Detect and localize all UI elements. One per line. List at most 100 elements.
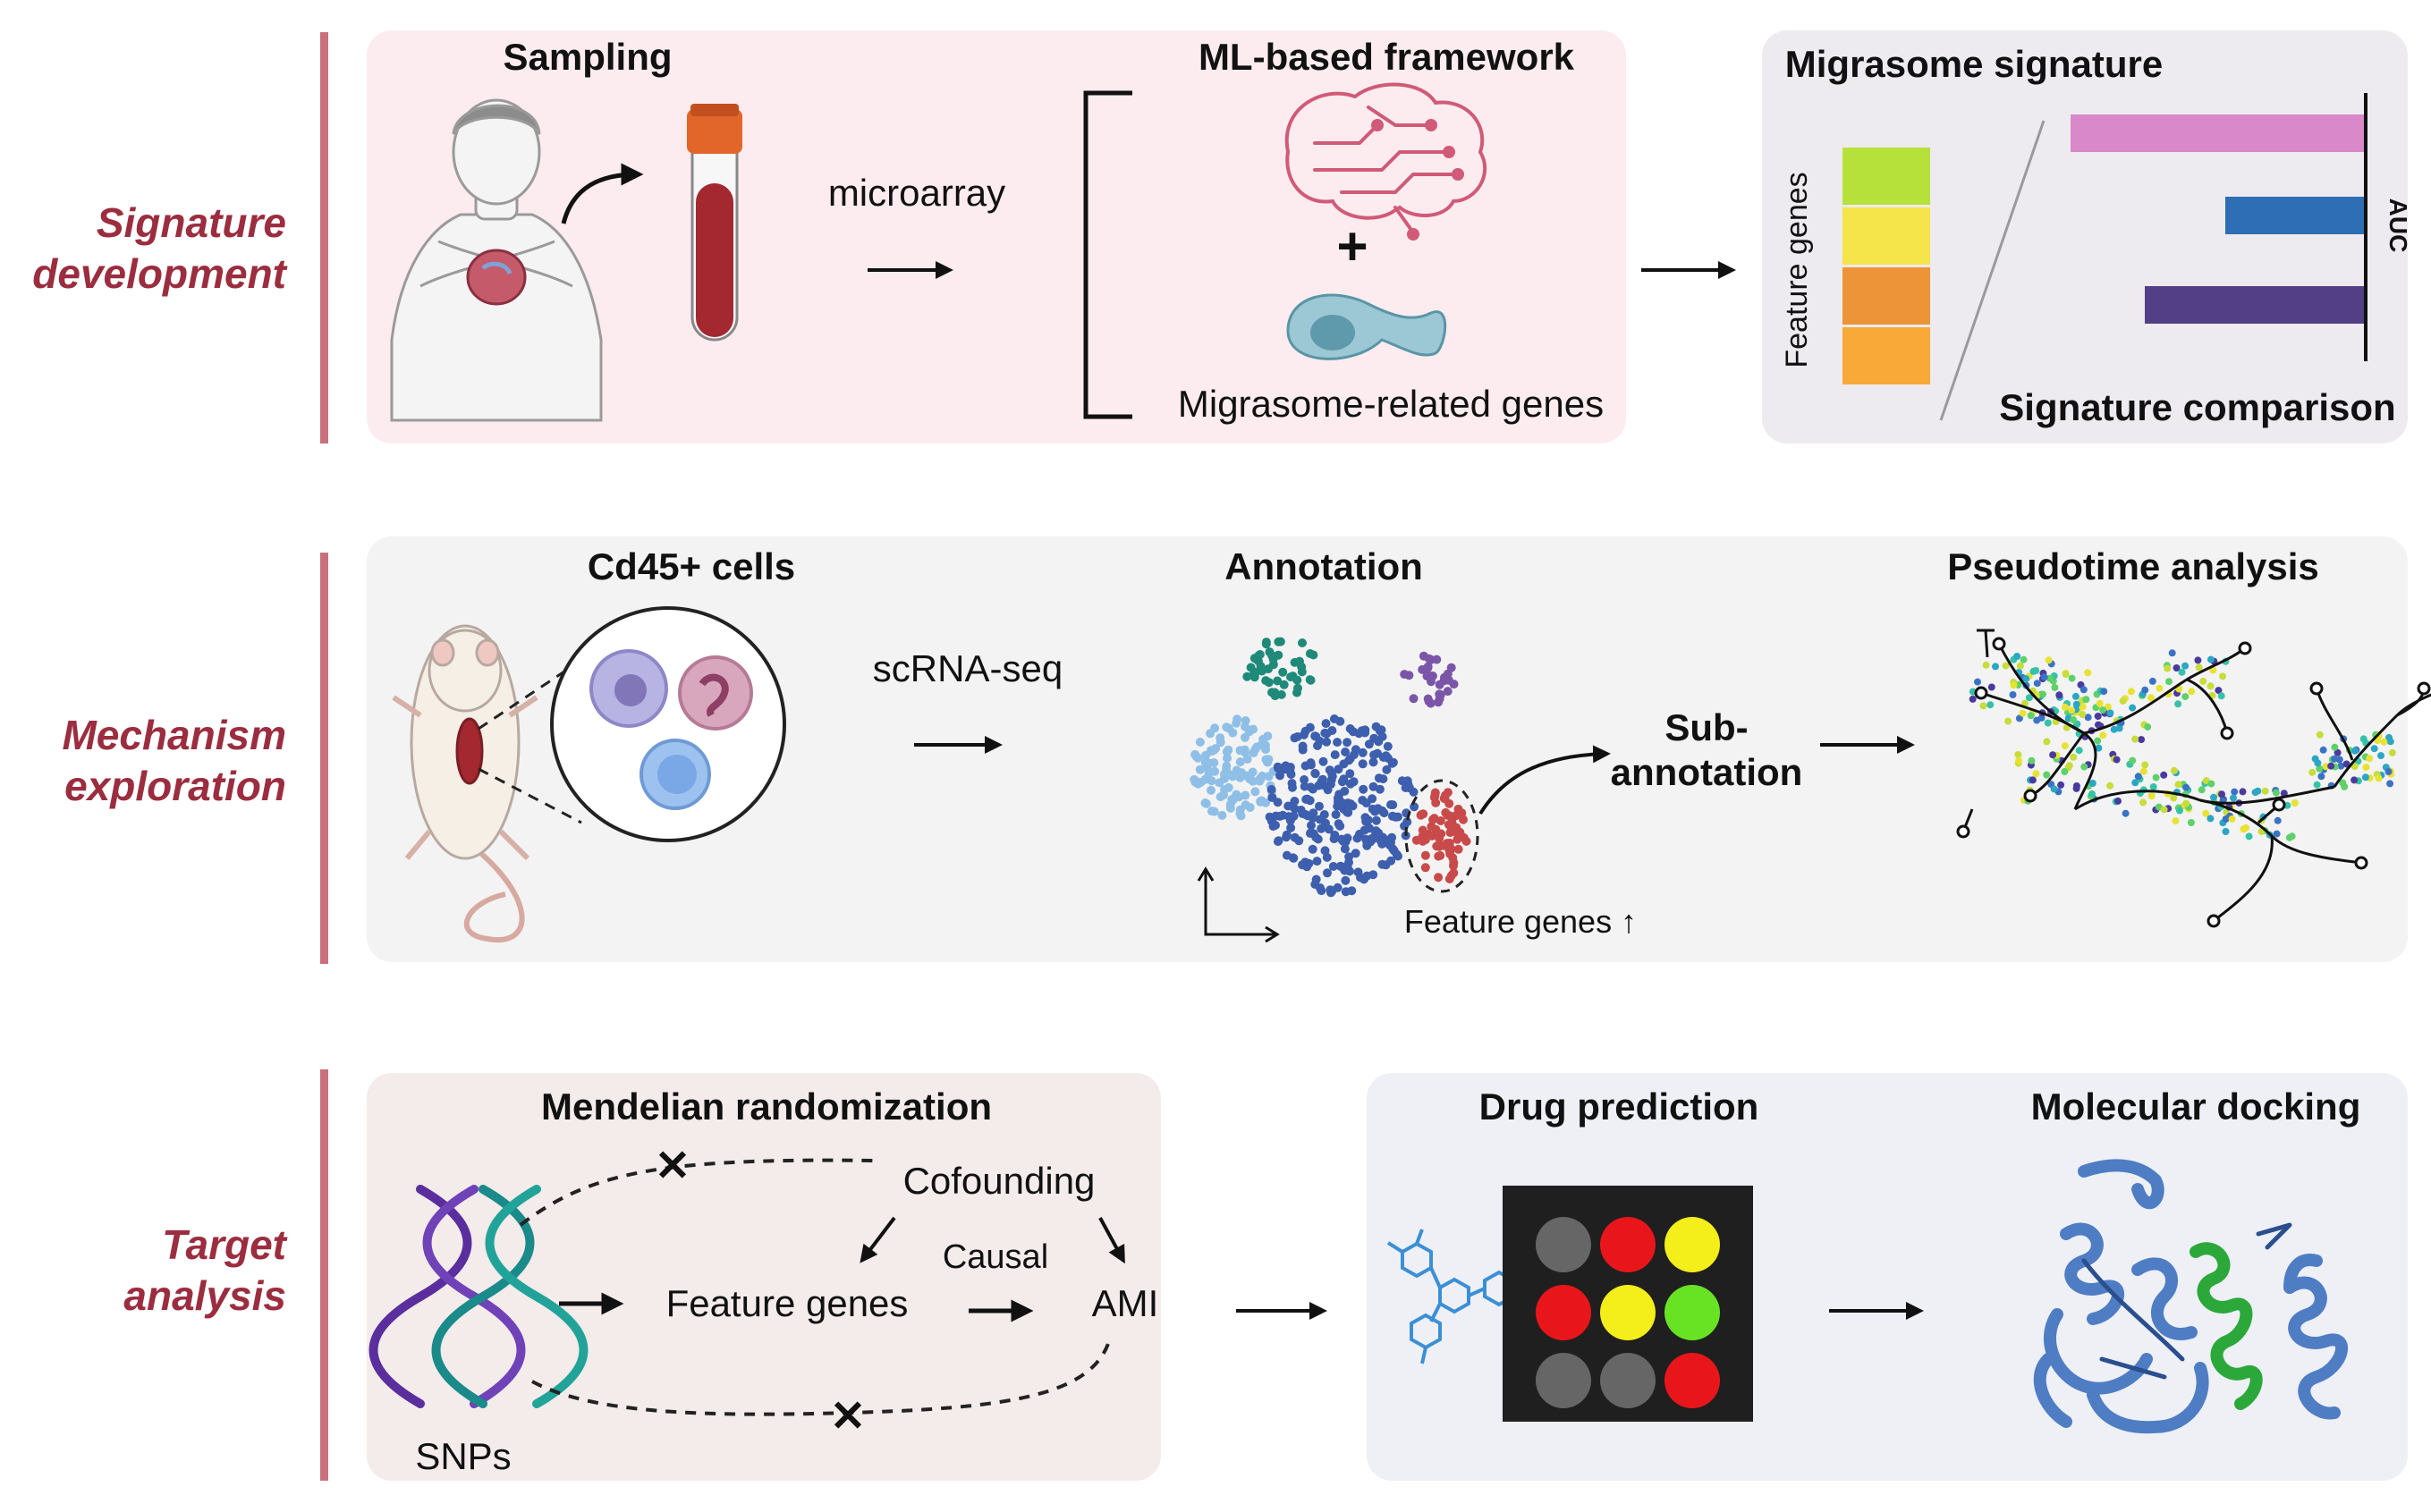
umap-cell-dot	[1427, 822, 1436, 832]
side-label-target-1: Target	[162, 1221, 288, 1268]
umap-cell-dot	[1449, 680, 1459, 689]
pseudotime-cell-dot	[2176, 807, 2183, 815]
pseudotime-cell-dot	[2219, 672, 2227, 680]
pseudotime-cell-dot	[2218, 790, 2225, 798]
umap-cell-dot	[1368, 794, 1377, 804]
umap-cell-dot	[1268, 822, 1278, 832]
umap-cell-dot	[1459, 815, 1468, 824]
umap-cell-dot	[1273, 762, 1283, 772]
umap-cell-dot	[1321, 719, 1331, 729]
umap-cell-dot	[1250, 745, 1260, 754]
molecular-docking-title: Molecular docking	[2031, 1085, 2361, 1128]
pseudotime-cell-dot	[2114, 797, 2122, 805]
umap-cell-dot	[1317, 777, 1326, 787]
umap-cell-dot	[1409, 694, 1419, 704]
pseudotime-cell-dot	[2384, 768, 2393, 775]
pseudotime-cell-dot	[2173, 664, 2181, 672]
pseudotime-cell-dot	[1992, 663, 1999, 671]
umap-cell-dot	[1265, 647, 1275, 657]
umap-cell-dot	[1242, 755, 1252, 764]
pseudotime-cell-dot	[2134, 773, 2142, 781]
pseudotime-cell-dot	[2375, 774, 2383, 782]
umap-cell-dot	[1333, 738, 1343, 748]
pseudotime-cell-dot	[1987, 683, 1995, 691]
umap-cell-dot	[1409, 787, 1419, 797]
pseudotime-cell-dot	[2181, 693, 2190, 701]
auc-bar	[2071, 114, 2364, 152]
drug-screening-grid	[1536, 1217, 1720, 1408]
umap-cell-dot	[1261, 638, 1271, 647]
pseudotime-cell-dot	[2182, 783, 2190, 791]
umap-cell-dot	[1201, 798, 1211, 808]
pseudotime-cell-dot	[2217, 692, 2225, 700]
pseudotime-cell-dot	[2084, 669, 2092, 677]
umap-cell-dot	[1235, 805, 1245, 815]
umap-cell-dot	[1217, 810, 1227, 820]
umap-cell-dot	[1222, 761, 1232, 771]
immune-cells-icon	[589, 649, 753, 810]
pseudotime-cell-dot	[2088, 780, 2096, 787]
umap-cell-dot	[1317, 886, 1326, 896]
umap-cell-dot	[1200, 774, 1210, 784]
pseudotime-cell-dot	[2165, 678, 2173, 686]
umap-cell-dot	[1369, 750, 1379, 760]
umap-cell-dot	[1333, 883, 1343, 892]
umap-cell-dot	[1319, 810, 1329, 819]
umap-cell-dot	[1315, 801, 1324, 811]
pseudotime-cell-dot	[2174, 700, 2182, 708]
pseudotime-cell-dot	[2149, 783, 2157, 790]
pseudotime-cell-dot	[2316, 764, 2324, 773]
pseudotime-cell-dot	[2337, 762, 2345, 770]
pseudotime-cell-dot	[2061, 742, 2069, 750]
pseudotime-cell-dot	[2254, 787, 2262, 795]
umap-cell-dot	[1410, 802, 1419, 812]
pseudotime-cell-dot	[2341, 782, 2349, 790]
pseudotime-cell-dot	[2202, 809, 2210, 817]
umap-cell-dot	[1353, 867, 1363, 877]
drug-well	[1600, 1217, 1656, 1272]
pseudotime-cell-dot	[2046, 674, 2054, 682]
umap-cell-dot	[1228, 728, 1238, 738]
pseudotime-cell-dot	[2071, 692, 2079, 700]
umap-cell-dot	[1235, 757, 1245, 767]
pseudotime-cell-dot	[2386, 780, 2394, 788]
pseudotime-cell-dot	[2082, 696, 2090, 704]
pseudotime-cell-dot	[2019, 709, 2027, 717]
umap-cell-dot	[1244, 727, 1254, 737]
pseudotime-cell-dot	[2022, 675, 2030, 683]
umap-cell-dot	[1225, 803, 1235, 813]
umap-cell-dot	[1361, 834, 1371, 844]
umap-cell-dot	[1190, 749, 1200, 759]
pseudotime-cell-dot	[2215, 687, 2223, 695]
drug-well	[1536, 1285, 1591, 1340]
pseudotime-cell-dot	[2065, 762, 2073, 770]
pseudotime-cell-dot	[2174, 781, 2182, 789]
pseudotime-cell-dot	[2228, 815, 2236, 823]
pseudotime-cell-dot	[1969, 695, 1977, 703]
umap-cell-dot	[1310, 768, 1320, 778]
umap-cell-dot	[1337, 834, 1346, 844]
umap-cell-dot	[1328, 862, 1338, 871]
pseudotime-cell-dot	[2051, 683, 2059, 691]
pseudotime-cell-dot	[2181, 662, 2190, 670]
pseudotime-cell-dot	[2004, 717, 2012, 725]
umap-cell-dot	[1368, 757, 1378, 767]
umap-cell-dot	[1331, 810, 1341, 819]
umap-cell-dot	[1310, 880, 1320, 889]
blocked-path-mark: ✕	[830, 1393, 866, 1440]
umap-cell-dot	[1423, 663, 1433, 672]
umap-cell-dot	[1311, 832, 1321, 842]
umap-cell-dot	[1434, 873, 1444, 883]
pseudotime-cell-dot	[2070, 716, 2078, 723]
umap-cell-dot	[1345, 754, 1355, 764]
umap-cell-dot	[1362, 871, 1372, 881]
pseudotime-cell-dot	[2308, 768, 2317, 776]
umap-cell-dot	[1255, 650, 1265, 659]
pseudotime-cell-dot	[2095, 744, 2103, 752]
umap-cell-dot	[1289, 853, 1299, 863]
umap-cell-dot	[1274, 637, 1283, 646]
pseudotime-cell-dot	[2210, 793, 2217, 801]
pseudotime-cell-dot	[2129, 756, 2137, 764]
umap-cell-dot	[1359, 784, 1368, 794]
umap-cell-dot	[1312, 857, 1322, 866]
